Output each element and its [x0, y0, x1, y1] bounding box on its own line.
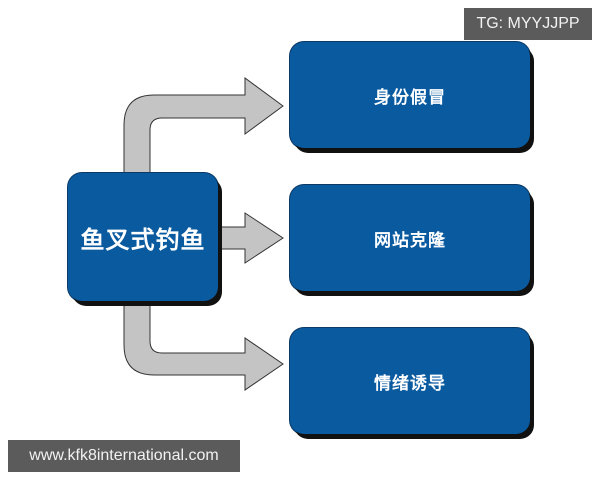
target-node-label: 网站克隆: [374, 230, 446, 251]
target-node-label: 身份假冒: [374, 87, 446, 108]
arrow-to-identity-spoofing: [123, 77, 284, 174]
target-node-website-cloning: 网站克隆: [290, 185, 530, 291]
arrow-to-emotional-manipulation: [123, 300, 284, 391]
arrow-to-website-cloning: [217, 212, 284, 264]
target-node-identity-spoofing: 身份假冒: [290, 42, 530, 148]
watermark-telegram-text: TG: MYYJJPP: [476, 15, 580, 32]
source-node-label: 鱼叉式钓鱼: [80, 225, 206, 254]
target-node-label: 情绪诱导: [374, 373, 446, 394]
target-node-emotional-manipulation: 情绪诱导: [290, 328, 530, 434]
watermark-url-text: www.kfk8international.com: [29, 447, 219, 464]
watermark-url: www.kfk8international.com: [8, 440, 240, 472]
watermark-telegram: TG: MYYJJPP: [464, 8, 592, 40]
source-node-spear-phishing: 鱼叉式钓鱼: [68, 173, 218, 301]
